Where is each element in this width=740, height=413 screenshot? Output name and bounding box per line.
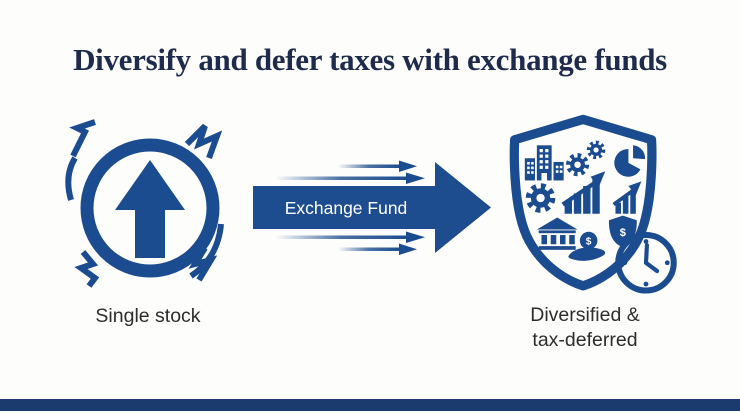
footer-accent-bar — [0, 399, 740, 411]
hand-coin-icon: $ — [568, 231, 606, 261]
gear-icon — [525, 183, 556, 213]
exchange-fund-label: Exchange Fund — [285, 198, 408, 218]
buildings-icon — [524, 145, 564, 181]
arrow-head — [435, 162, 491, 253]
single-stock-icon — [65, 119, 224, 288]
speed-arrows-bottom — [275, 231, 425, 255]
bar-chart-up-icon — [561, 171, 606, 214]
shield-outline — [509, 114, 657, 291]
single-stock-label: Single stock — [95, 305, 201, 327]
diversified-label-line1: Diversified & — [530, 304, 640, 326]
diversified-shield-icon: $ $ — [509, 114, 677, 294]
speed-arrows-top — [275, 160, 425, 184]
stock-circle — [80, 138, 220, 278]
bank-icon — [536, 217, 578, 250]
volatility-crack-marks — [65, 119, 224, 288]
arrow-body — [253, 186, 436, 229]
dollar-sign: $ — [620, 227, 627, 239]
dollar-sign: $ — [586, 237, 592, 248]
up-arrow-icon — [115, 160, 185, 258]
clock-icon — [615, 232, 677, 294]
diversified-label-line2: tax-deferred — [532, 329, 638, 351]
bar-chart-up-icon-2 — [612, 181, 642, 214]
page-title: Diversify and defer taxes with exchange … — [73, 42, 667, 77]
pie-chart-icon — [614, 145, 646, 177]
gears-icon — [565, 140, 606, 177]
exchange-fund-arrow: Exchange Fund — [253, 160, 491, 255]
diversified-label: Diversified & tax-deferred — [492, 303, 678, 353]
